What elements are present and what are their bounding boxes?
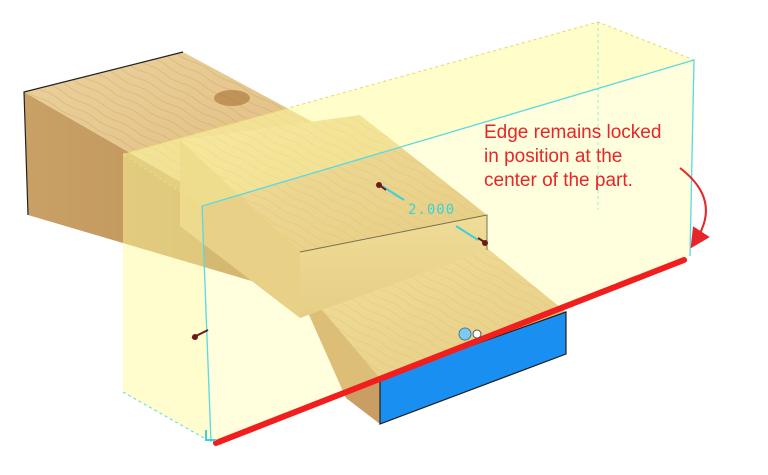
move-gizmo-icon[interactable] [458, 327, 482, 341]
dimension-line-right [455, 225, 479, 241]
bounding-box-back [123, 22, 694, 206]
annotation-line: Edge remains locked [484, 122, 662, 143]
bounding-box-back-edge [122, 391, 212, 443]
curved-arrow-icon [679, 167, 710, 249]
bounding-box-left [123, 154, 211, 442]
resize-handle-icon[interactable] [376, 182, 387, 191]
dimension-label[interactable]: 2.000 [408, 202, 456, 218]
lower-board-outline [379, 311, 567, 425]
corner-handle-icon[interactable] [205, 430, 216, 441]
dimension-line-left [381, 185, 405, 201]
upper-board-edge [299, 214, 488, 253]
resize-handle-icon[interactable] [191, 329, 209, 340]
resize-handle-icon[interactable] [477, 237, 488, 246]
locked-edge[interactable] [213, 257, 687, 446]
dimension-indicator[interactable] [381, 185, 479, 241]
annotation-line: center of the part. [484, 170, 633, 191]
bounding-box-left-edge [201, 205, 212, 443]
annotation-callout: Edge remains locked in position at the c… [484, 121, 714, 193]
bounding-box[interactable] [121, 21, 696, 443]
back-beam-outline [23, 51, 184, 216]
bounding-box-front [202, 60, 694, 442]
annotation-line: in position at the [484, 146, 623, 167]
bounding-box-outline [201, 59, 695, 257]
upper-board-front [300, 215, 487, 318]
selected-face[interactable] [380, 312, 566, 424]
back-beam-knot [214, 90, 250, 106]
